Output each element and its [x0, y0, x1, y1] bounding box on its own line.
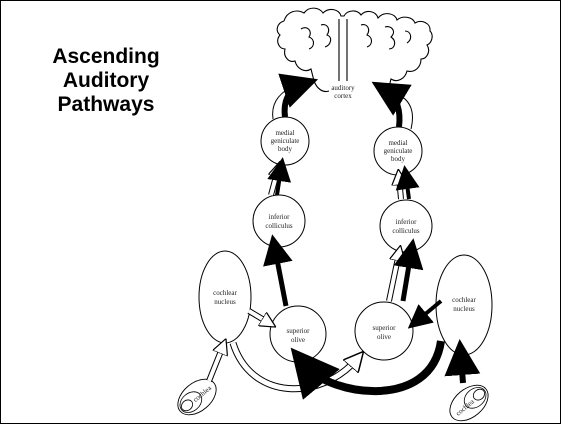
- auditory-cortex-label-1: auditory: [331, 84, 355, 92]
- left-superior-olive-node: superior olive: [269, 305, 327, 363]
- svg-text:body: body: [391, 155, 406, 163]
- svg-text:medial: medial: [275, 129, 294, 137]
- svg-text:nucleus: nucleus: [453, 305, 475, 313]
- right-inferior-colliculus-node: inferior colliculus: [379, 199, 433, 253]
- right-superior-olive-node: superior olive: [354, 301, 414, 361]
- auditory-cortex-label-2: cortex: [334, 92, 352, 100]
- svg-text:inferior: inferior: [396, 218, 418, 226]
- left-cochlea: cochlea: [177, 378, 217, 416]
- svg-text:colliculus: colliculus: [265, 222, 292, 230]
- right-medial-geniculate-node: medial geniculate body: [373, 126, 423, 176]
- svg-text:body: body: [278, 145, 293, 153]
- svg-text:olive: olive: [377, 333, 391, 341]
- slide-title: Ascending Auditory Pathways: [41, 45, 171, 117]
- left-medial-geniculate-node: medial geniculate body: [260, 116, 310, 166]
- right-cochlea: cochlea: [449, 384, 489, 422]
- svg-text:geniculate: geniculate: [271, 137, 300, 145]
- title-line-3: Pathways: [57, 93, 155, 116]
- svg-text:superior: superior: [287, 327, 311, 335]
- svg-text:cochlear: cochlear: [213, 289, 237, 297]
- svg-text:inferior: inferior: [269, 213, 291, 221]
- left-cochlear-nucleus-node: cochlear nucleus: [198, 250, 252, 344]
- svg-text:nucleus: nucleus: [214, 298, 236, 306]
- title-line-2: Auditory: [62, 69, 150, 92]
- brain-cortex-outline: [276, 7, 433, 93]
- black-pathways: [263, 73, 481, 400]
- right-cochlear-nucleus-node: cochlear nucleus: [435, 254, 493, 356]
- svg-text:geniculate: geniculate: [384, 147, 413, 155]
- svg-text:olive: olive: [291, 336, 305, 344]
- left-inferior-colliculus-node: inferior colliculus: [252, 194, 306, 248]
- title-line-1: Ascending: [52, 45, 160, 68]
- svg-text:colliculus: colliculus: [392, 227, 419, 235]
- svg-text:superior: superior: [373, 324, 397, 332]
- svg-text:medial: medial: [388, 139, 407, 147]
- svg-text:cochlear: cochlear: [452, 296, 476, 304]
